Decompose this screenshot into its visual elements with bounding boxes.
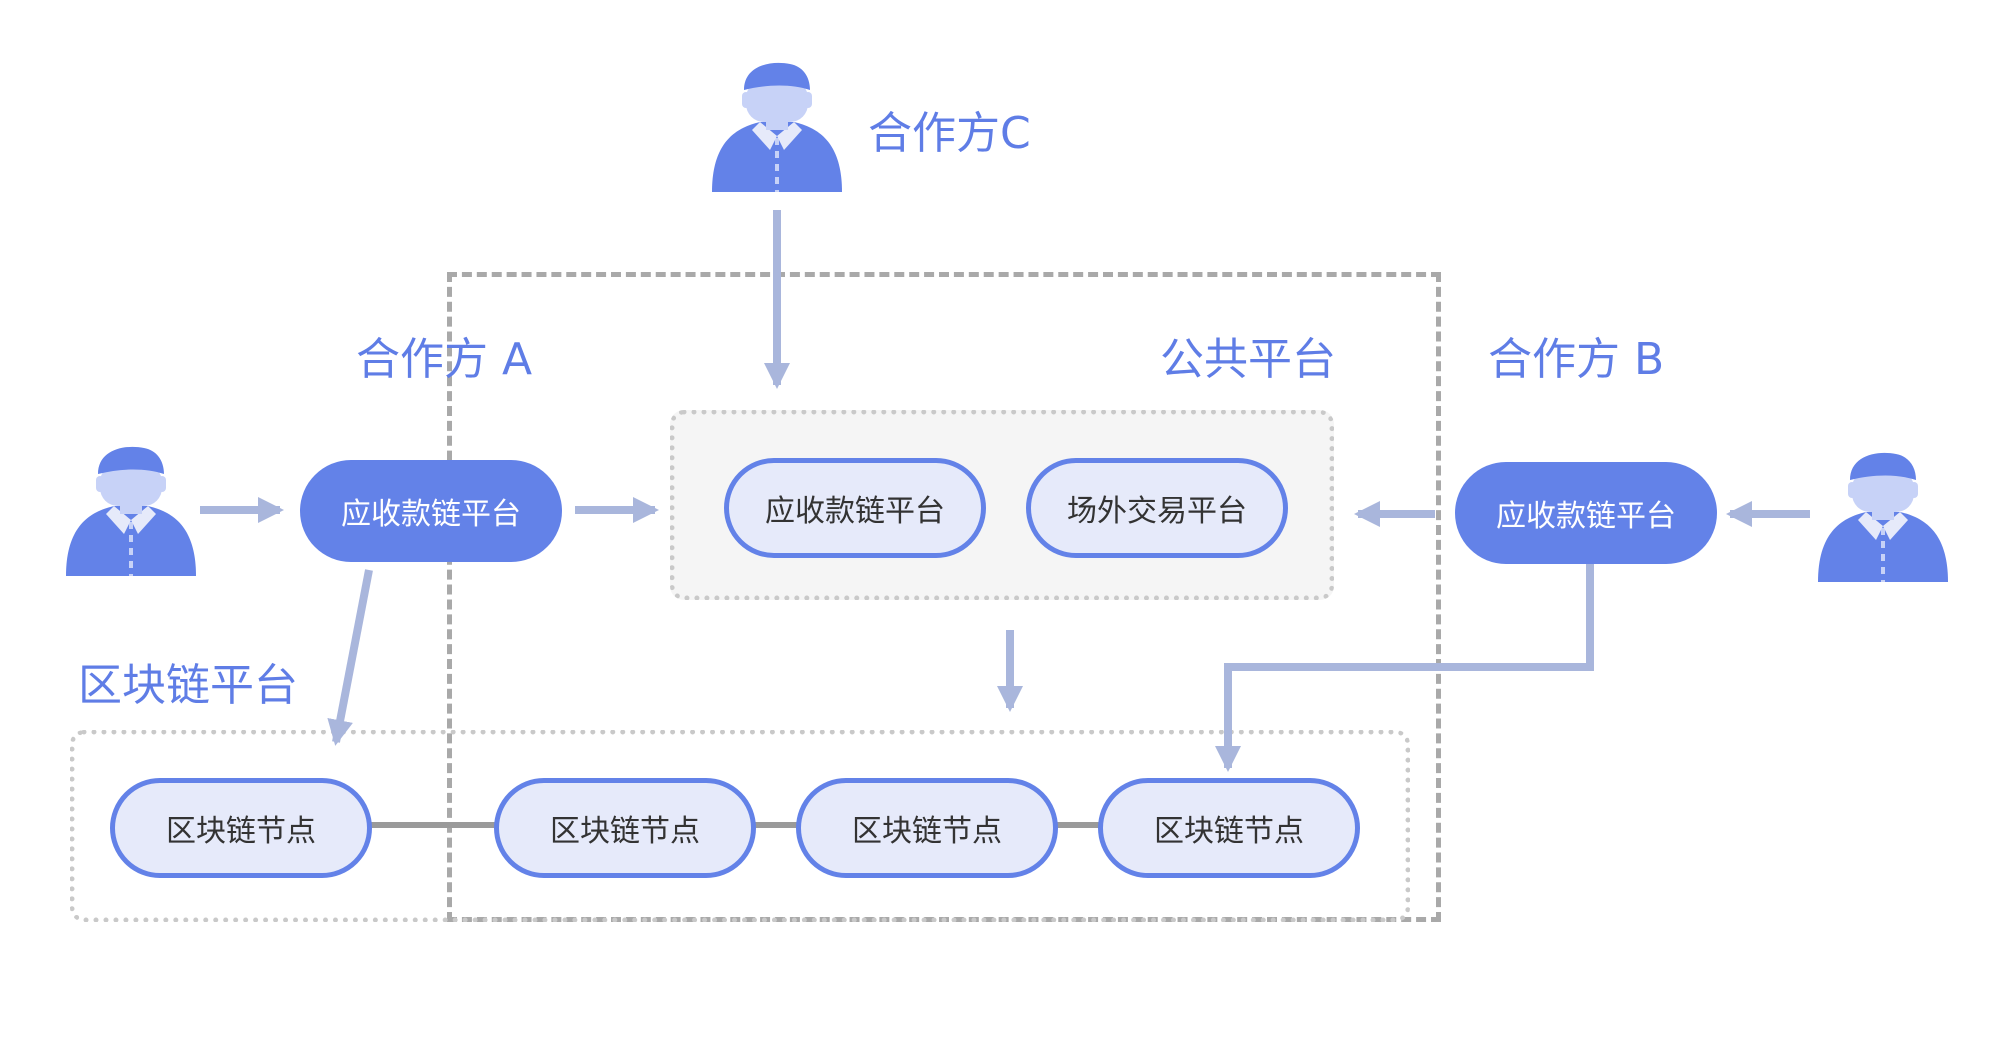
arrow-platform-a-to-chain [327, 569, 373, 746]
blockchain-node[interactable]: 区块链节点 [110, 778, 372, 878]
blockchain-node[interactable]: 区块链节点 [1098, 778, 1360, 878]
person-icon [712, 62, 842, 192]
public-receivables-platform[interactable]: 应收款链平台 [724, 458, 986, 558]
otc-trading-platform[interactable]: 场外交易平台 [1026, 458, 1288, 558]
public-platform-label: 公共平台 [1160, 334, 1336, 385]
blockchain-node[interactable]: 区块链节点 [494, 778, 756, 878]
partner-a-label: 合作方 A [356, 334, 533, 385]
partner-c-label: 合作方C [868, 108, 1031, 159]
arrow-platform-b-to-chain [1215, 560, 1594, 772]
blockchain-platform-zone [70, 730, 1410, 922]
blockchain-node[interactable]: 区块链节点 [796, 778, 1058, 878]
person-icon [66, 446, 196, 576]
partner-a-receivables-platform[interactable]: 应收款链平台 [300, 460, 562, 562]
blockchain-platform-label: 区块链平台 [78, 660, 298, 711]
partner-b-receivables-platform[interactable]: 应收款链平台 [1455, 462, 1717, 564]
partner-b-label: 合作方 B [1488, 334, 1665, 385]
person-icon [1818, 452, 1948, 582]
